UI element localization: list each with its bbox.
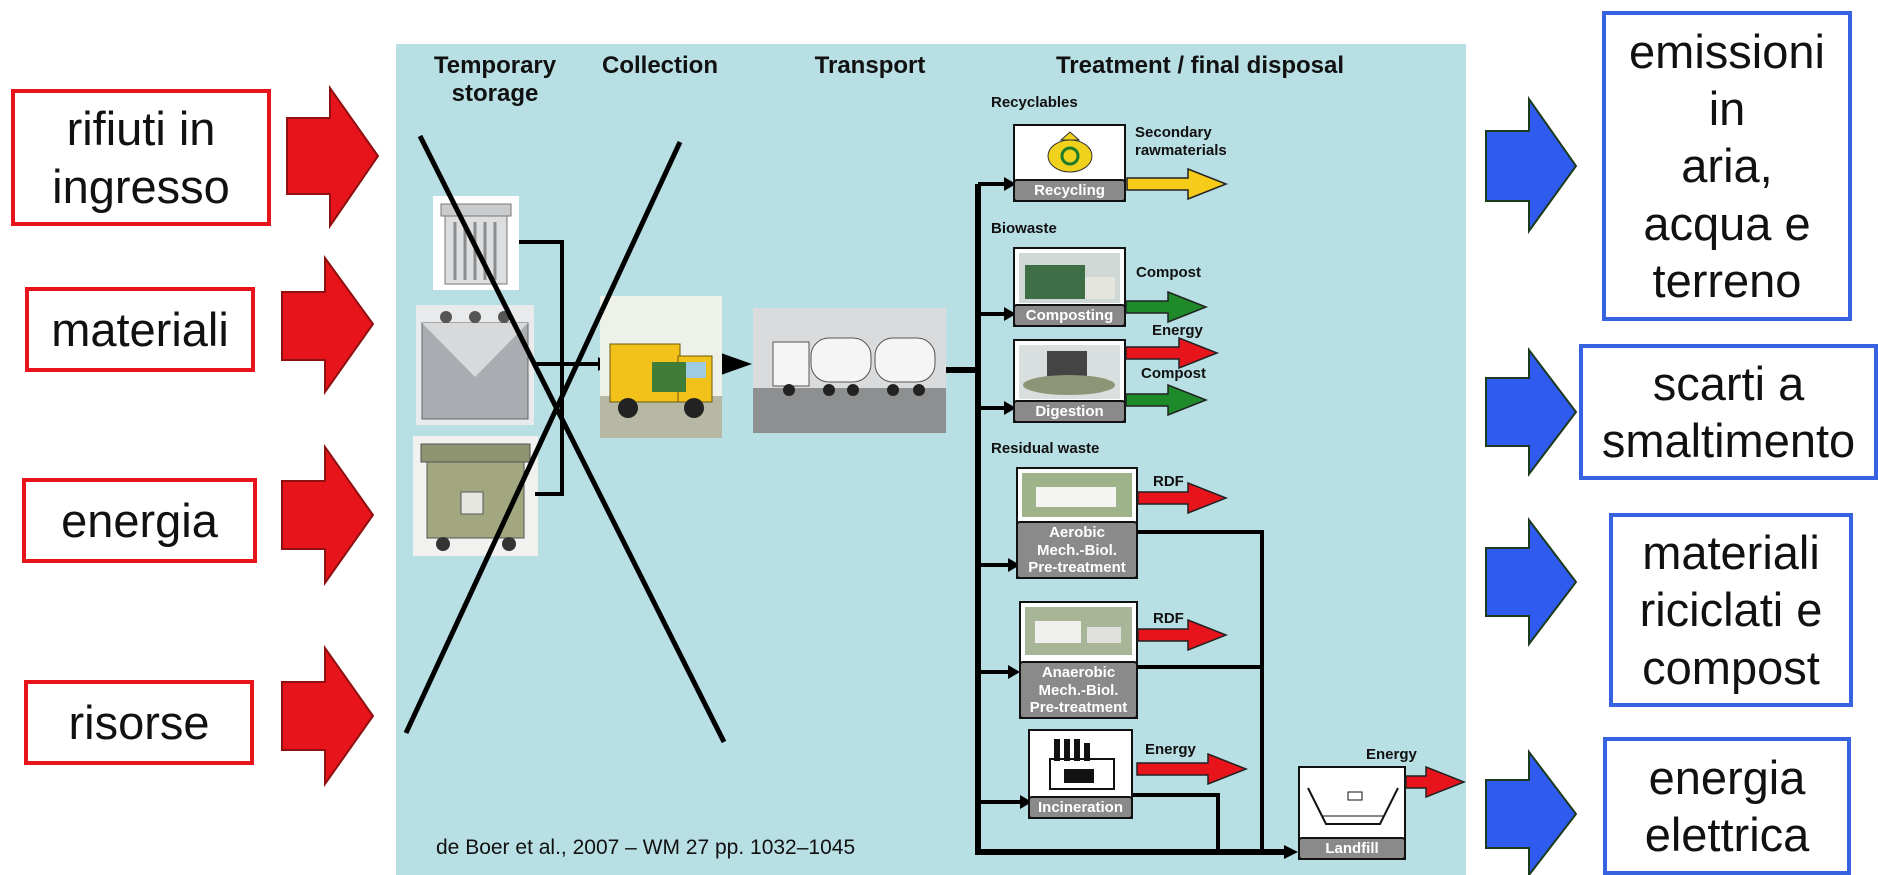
label-energy-incineration: Energy <box>1145 741 1196 758</box>
label-rdf-2: RDF <box>1153 610 1184 627</box>
process-aerobic-mbt: Aerobic Mech.-Biol. Pre-treatment <box>1016 467 1138 579</box>
output-box-energia-elettrica: energia elettrica <box>1603 737 1851 875</box>
output-label-scarti: scarti a smaltimento <box>1601 356 1856 467</box>
process-digestion: Digestion <box>1013 339 1126 423</box>
output-label-emissioni: emissioni in aria, acqua e terreno <box>1629 24 1825 307</box>
output-arrow-3 <box>1485 517 1578 647</box>
landfill-icon <box>1307 787 1399 825</box>
recycling-bag-icon <box>1047 131 1093 173</box>
citation: de Boer et al., 2007 – WM 27 pp. 1032–10… <box>436 836 856 859</box>
process-label-landfill: Landfill <box>1298 836 1406 860</box>
output-arrow-2 <box>1485 347 1578 477</box>
input-box-materiali: materiali <box>25 287 255 372</box>
collection-truck-image <box>600 296 722 438</box>
process-recycling: Recycling <box>1013 124 1126 202</box>
transport-truck-image <box>753 308 946 433</box>
energy-arrow-incineration <box>1136 752 1249 786</box>
anaerobic-plant-image <box>1025 607 1132 655</box>
process-label-recycling: Recycling <box>1013 178 1126 202</box>
input-box-rifiuti: rifiuti in ingresso <box>11 89 271 226</box>
input-label-rifiuti: rifiuti in ingresso <box>52 102 230 213</box>
process-composting: Composting <box>1013 247 1126 327</box>
rdf-arrow-2 <box>1137 618 1229 652</box>
input-label-materiali: materiali <box>51 302 229 356</box>
process-label-anaerobic: Anaerobic Mech.-Biol. Pre-treatment <box>1019 661 1138 719</box>
secondary-raw-arrow <box>1126 167 1229 201</box>
input-label-risorse: risorse <box>68 695 210 749</box>
output-arrow-4 <box>1485 749 1578 875</box>
input-box-energia: energia <box>22 478 257 563</box>
stage-collection: Collection <box>601 52 718 79</box>
label-compost-2: Compost <box>1141 365 1206 382</box>
process-anaerobic-mbt: Anaerobic Mech.-Biol. Pre-treatment <box>1019 601 1138 719</box>
process-label-composting: Composting <box>1013 303 1126 327</box>
compost-arrow-2 <box>1125 383 1209 417</box>
input-arrow-4 <box>281 644 375 788</box>
output-label-energia-elettrica: energia elettrica <box>1644 750 1810 861</box>
section-biowaste: Biowaste <box>991 220 1057 237</box>
stage-temporary-storage: Temporary storage <box>433 52 557 107</box>
stage-treatment: Treatment / final disposal <box>1055 52 1345 79</box>
output-arrow-1 <box>1485 95 1578 235</box>
process-label-digestion: Digestion <box>1013 399 1126 423</box>
label-energy-digestion: Energy <box>1152 322 1203 339</box>
input-arrow-2 <box>281 254 375 396</box>
energy-arrow-landfill <box>1405 765 1467 799</box>
output-box-emissioni: emissioni in aria, acqua e terreno <box>1602 11 1852 321</box>
output-label-materiali-riciclati: materiali riciclati e compost <box>1639 526 1823 694</box>
label-secondary-rawmaterials: Secondary rawmaterials <box>1135 124 1227 159</box>
rdf-arrow-1 <box>1137 481 1229 515</box>
label-rdf-1: RDF <box>1153 473 1184 490</box>
label-energy-landfill: Energy <box>1366 746 1417 763</box>
output-box-scarti: scarti a smaltimento <box>1579 344 1878 480</box>
digestion-plant-image <box>1019 345 1120 399</box>
section-residual: Residual waste <box>991 440 1100 457</box>
process-incineration: Incineration <box>1028 729 1133 819</box>
green-container <box>413 436 538 556</box>
label-compost-1: Compost <box>1136 264 1201 281</box>
input-arrow-1 <box>286 84 380 230</box>
process-landfill: Landfill <box>1298 766 1406 860</box>
stage-transport: Transport <box>814 52 926 79</box>
process-label-incineration: Incineration <box>1028 795 1133 819</box>
input-label-energia: energia <box>61 493 218 547</box>
input-arrows <box>281 84 380 788</box>
output-box-materiali-riciclati: materiali riciclati e compost <box>1609 513 1853 707</box>
process-label-aerobic: Aerobic Mech.-Biol. Pre-treatment <box>1016 521 1138 579</box>
section-recyclables: Recyclables <box>991 94 1078 111</box>
waste-management-diagram <box>396 44 1466 875</box>
composting-plant-image <box>1019 253 1120 303</box>
aerobic-plant-image <box>1022 473 1132 517</box>
compost-arrow-1 <box>1125 290 1209 324</box>
input-box-risorse: risorse <box>24 680 254 765</box>
input-arrow-3 <box>281 443 375 587</box>
energy-arrow-digestion <box>1125 336 1220 370</box>
incinerator-icon <box>1049 739 1115 790</box>
